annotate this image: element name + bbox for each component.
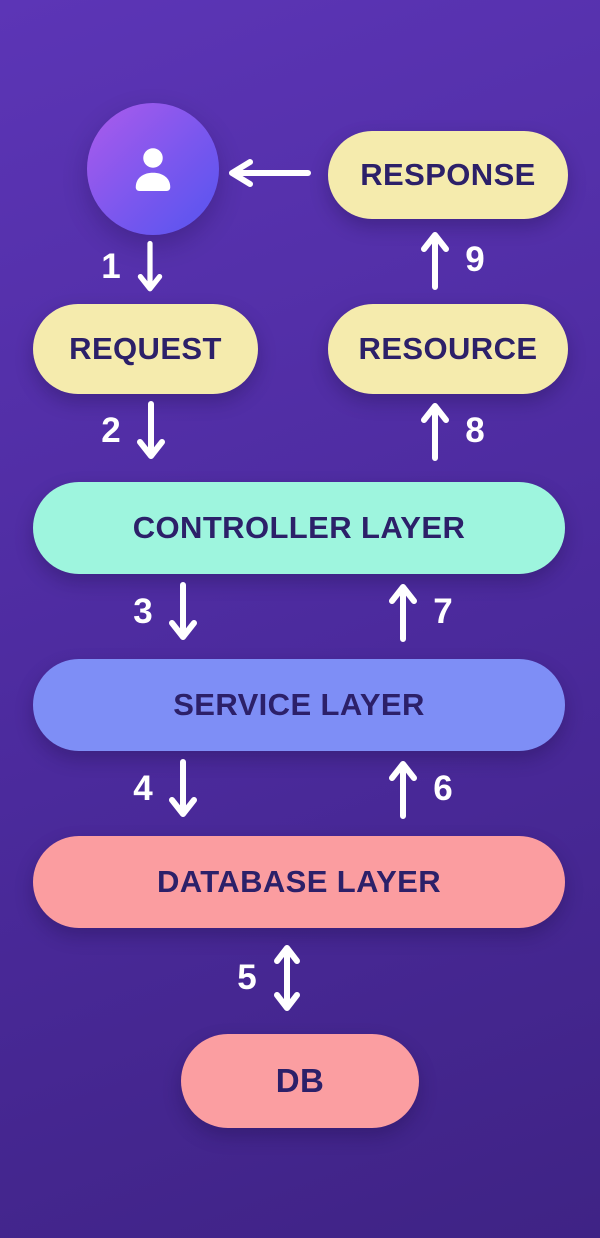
step-number: 3 (133, 592, 153, 631)
database-layer-label: DATABASE LAYER (156, 864, 442, 899)
arrow-up-icon (421, 232, 449, 290)
controller-layer-label: CONTROLLER LAYER (132, 510, 466, 545)
request-label: REQUEST (69, 331, 222, 366)
resource-label: RESOURCE (358, 331, 538, 366)
arrow-down-icon (137, 240, 163, 292)
step-number: 9 (465, 240, 485, 279)
arrow-down-icon (137, 401, 165, 459)
db-node: DB (181, 1034, 419, 1128)
step-9: 9 (420, 225, 488, 295)
arrow-up-icon (389, 761, 417, 819)
step-number: 4 (133, 769, 153, 808)
step-8: 8 (420, 400, 488, 462)
step-5: 5 (234, 941, 302, 1015)
step-number: 2 (101, 411, 121, 450)
service-layer-node: SERVICE LAYER (33, 659, 565, 751)
arrow-down-icon (169, 582, 197, 640)
step-7: 7 (388, 581, 456, 643)
step-number: 5 (237, 958, 257, 997)
arrow-up-down-icon (274, 945, 300, 1011)
step-number: 6 (433, 769, 453, 808)
step-6: 6 (388, 758, 456, 820)
resource-node: RESOURCE (328, 304, 568, 394)
db-label: DB (275, 1062, 325, 1099)
user-icon (135, 148, 171, 191)
step-number: 8 (465, 411, 485, 450)
step-1: 1 (98, 240, 164, 294)
arrow-up-icon (389, 584, 417, 642)
user-avatar (87, 103, 219, 235)
step-number: 1 (101, 247, 121, 286)
response-node: RESPONSE (328, 131, 568, 219)
response-label: RESPONSE (360, 157, 536, 192)
service-layer-label: SERVICE LAYER (173, 687, 425, 722)
arrow-left-icon (229, 159, 311, 187)
step-3: 3 (130, 581, 198, 643)
controller-layer-node: CONTROLLER LAYER (33, 482, 565, 574)
arrow-down-icon (169, 759, 197, 817)
step-number: 7 (433, 592, 453, 631)
request-node: REQUEST (33, 304, 258, 394)
database-layer-node: DATABASE LAYER (33, 836, 565, 928)
step-4: 4 (130, 758, 198, 820)
step-2: 2 (98, 400, 166, 462)
arrow-up-icon (421, 403, 449, 461)
